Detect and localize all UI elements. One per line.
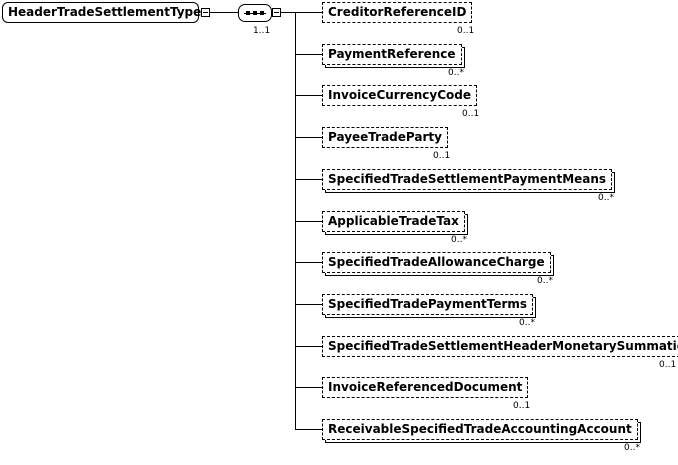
child-element-box[interactable]: InvoiceReferencedDocument [322, 377, 529, 398]
child-occurrence: 0..1 [457, 26, 475, 36]
sequence-compositor-icon[interactable] [238, 4, 272, 22]
child-element-label: InvoiceCurrencyCode [328, 88, 472, 102]
child-occurrence: 0..1 [433, 151, 451, 161]
sequence-occurrence: 1..1 [253, 26, 271, 36]
root-collapse-toggle-icon[interactable] [201, 8, 210, 17]
root-type-label: HeaderTradeSettlementType [8, 5, 202, 19]
child-element-box[interactable]: SpecifiedTradePaymentTerms [322, 294, 534, 315]
child-element-box[interactable]: ReceivableSpecifiedTradeAccountingAccoun… [322, 419, 638, 440]
child-element-label: ApplicableTradeTax [328, 214, 459, 228]
child-element-label: InvoiceReferencedDocument [328, 380, 523, 394]
child-connector-line [295, 137, 322, 138]
child-occurrence: 0..* [598, 193, 614, 203]
child-occurrence: 0..1 [462, 109, 480, 119]
child-occurrence: 0..* [451, 235, 467, 245]
child-element-label: SpecifiedTradeAllowanceCharge [328, 255, 545, 269]
child-element-box[interactable]: SpecifiedTradeSettlementPaymentMeans [322, 169, 613, 190]
child-connector-line [295, 304, 322, 305]
child-element-label: SpecifiedTradePaymentTerms [328, 297, 528, 311]
sequence-collapse-toggle-icon[interactable] [272, 8, 281, 17]
child-connector-line [295, 346, 322, 347]
child-element-box[interactable]: CreditorReferenceID [322, 2, 473, 23]
child-connector-line [295, 262, 322, 263]
child-connector-line [295, 12, 322, 13]
child-element-label: CreditorReferenceID [328, 5, 467, 19]
child-occurrence: 0..1 [513, 401, 531, 411]
child-element-box[interactable]: SpecifiedTradeSettlementHeaderMonetarySu… [322, 336, 678, 357]
child-element-box[interactable]: ApplicableTradeTax [322, 211, 465, 232]
child-element-box[interactable]: PayeeTradeParty [322, 127, 448, 148]
child-element-label: ReceivableSpecifiedTradeAccountingAccoun… [328, 422, 632, 436]
child-occurrence: 0..1 [659, 360, 677, 370]
child-element-label: SpecifiedTradeSettlementHeaderMonetarySu… [328, 339, 678, 353]
child-occurrence: 0..* [537, 276, 553, 286]
child-element-label: SpecifiedTradeSettlementPaymentMeans [328, 172, 607, 186]
root-connector-line [210, 12, 238, 13]
child-connector-line [295, 387, 322, 388]
child-occurrence: 0..* [448, 68, 464, 78]
child-connector-line [295, 221, 322, 222]
child-connector-line [295, 179, 322, 180]
child-element-label: PayeeTradeParty [328, 130, 442, 144]
child-occurrence: 0..* [519, 318, 535, 328]
child-connector-line [295, 429, 322, 430]
child-element-label: PaymentReference [328, 47, 456, 61]
child-element-box[interactable]: SpecifiedTradeAllowanceCharge [322, 252, 551, 273]
child-element-box[interactable]: PaymentReference [322, 44, 462, 65]
child-element-box[interactable]: InvoiceCurrencyCode [322, 85, 478, 106]
child-occurrence: 0..* [624, 443, 640, 453]
root-type-box[interactable]: HeaderTradeSettlementType [2, 2, 202, 23]
child-connector-line [295, 95, 322, 96]
sequence-connector-line [281, 12, 295, 13]
child-connector-line [295, 54, 322, 55]
